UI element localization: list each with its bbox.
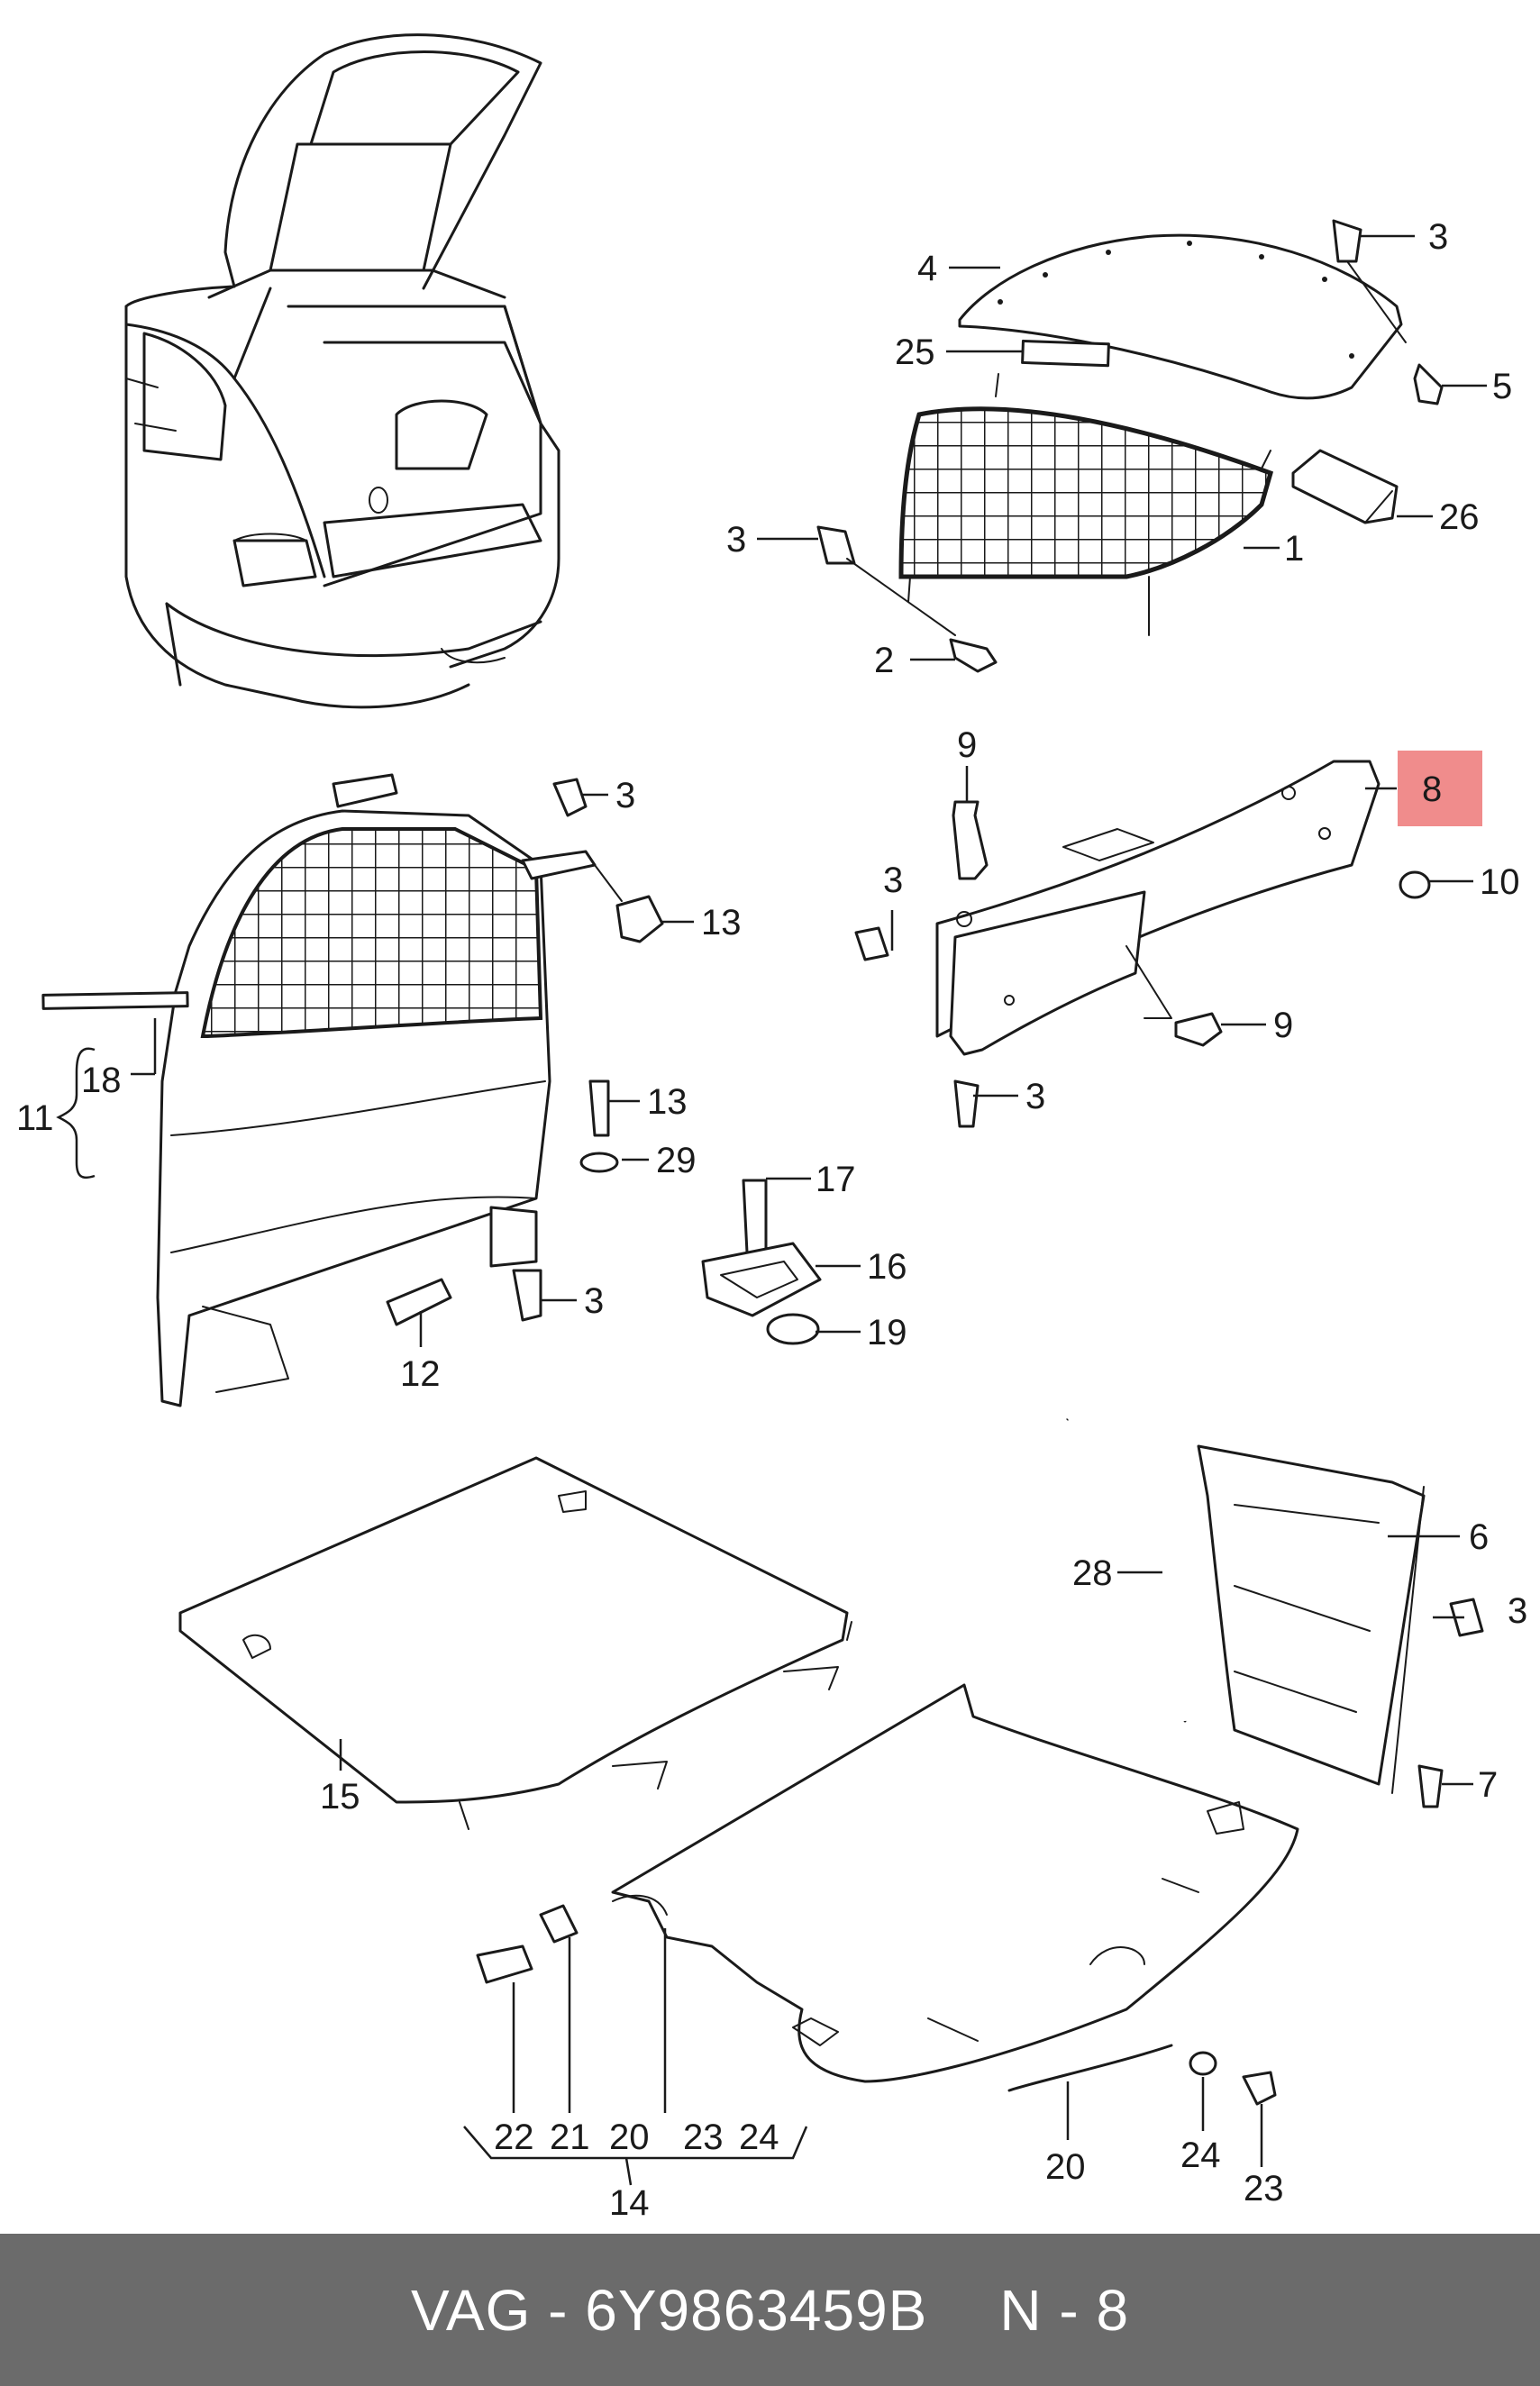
callout-7: 7 <box>1478 1765 1498 1805</box>
callout-10: 10 <box>1480 862 1520 902</box>
strip-25 <box>1021 339 1110 368</box>
luggage-cover-4 <box>958 233 1403 400</box>
callout-11: 11 <box>16 1098 54 1138</box>
callout-9: 9 <box>1273 1006 1293 1045</box>
callout-18: 18 <box>81 1061 122 1100</box>
leader-lines <box>56 234 1487 2186</box>
callout-8: 8 <box>1422 770 1442 809</box>
strip-28 <box>1065 1391 1189 1723</box>
callout-12: 12 <box>400 1354 441 1394</box>
callout-16: 16 <box>867 1247 907 1287</box>
footer-brand: VAG <box>410 2277 532 2343</box>
footer-part-number: 6Y9863459B <box>585 2277 928 2343</box>
callout-3: 3 <box>584 1281 604 1321</box>
callout-29: 29 <box>656 1141 697 1180</box>
callout-3: 3 <box>726 520 746 560</box>
callout-5: 5 <box>1492 367 1512 406</box>
car-rear-illustration <box>124 33 560 709</box>
side-panel-6 <box>1197 1444 1426 1794</box>
callout-3: 3 <box>615 776 635 815</box>
callout-20: 20 <box>1045 2147 1086 2187</box>
callouts: 4 3 25 5 26 3 1 2 9 8 3 10 3 13 9 3 18 1… <box>16 217 1527 2223</box>
callout-20: 20 <box>609 2117 650 2157</box>
fasteners-bottom <box>476 1904 1277 2106</box>
bolt-17-plate-16 <box>701 1179 822 1345</box>
callout-24: 24 <box>1180 2136 1221 2175</box>
callout-6: 6 <box>1469 1517 1489 1557</box>
callout-3: 3 <box>1508 1591 1527 1631</box>
block-26 <box>1291 449 1399 524</box>
callout-24: 24 <box>739 2117 779 2157</box>
fasteners-lower-right <box>1417 1598 1484 1808</box>
callout-3: 3 <box>1428 217 1448 257</box>
floor-panel-15 <box>178 1456 852 1830</box>
callout-4: 4 <box>917 249 937 288</box>
callout-3: 3 <box>1025 1077 1045 1116</box>
callout-1: 1 <box>1284 529 1304 569</box>
callout-3: 3 <box>883 861 903 900</box>
callout-22: 22 <box>494 2117 534 2157</box>
part-number-footer: VAG - 6Y9863459B N - 8 <box>0 2234 1540 2386</box>
callout-2: 2 <box>874 641 894 680</box>
callout-15: 15 <box>320 1777 360 1817</box>
callout-26: 26 <box>1439 497 1480 537</box>
callout-23: 23 <box>1244 2169 1284 2208</box>
footer-dash: - <box>548 2277 569 2343</box>
floor-panel-14 <box>611 1683 1299 2083</box>
fasteners-mid-right <box>854 800 1431 1128</box>
callout-14: 14 <box>609 2183 650 2223</box>
callout-17: 17 <box>816 1160 856 1199</box>
partition-net-11 <box>156 773 597 1407</box>
parts-diagram: 4 3 25 5 26 3 1 2 9 8 3 10 3 13 9 3 18 1… <box>16 33 1527 2223</box>
callout-28: 28 <box>1072 1553 1113 1593</box>
callout-25: 25 <box>895 332 935 372</box>
net-1 <box>898 373 1274 636</box>
trim-panel-8 <box>935 760 1381 1056</box>
callout-19: 19 <box>867 1313 907 1352</box>
callout-9: 9 <box>957 725 977 765</box>
callout-21: 21 <box>550 2117 590 2157</box>
strip-18 <box>41 991 189 1010</box>
fasteners-top <box>816 219 1444 673</box>
callout-13: 13 <box>701 903 742 943</box>
fasteners-mid-left <box>386 778 664 1326</box>
footer-position: N - 8 <box>999 2277 1130 2343</box>
highlight-box <box>1398 751 1482 826</box>
callout-13: 13 <box>647 1082 688 1122</box>
callout-23: 23 <box>683 2117 724 2157</box>
